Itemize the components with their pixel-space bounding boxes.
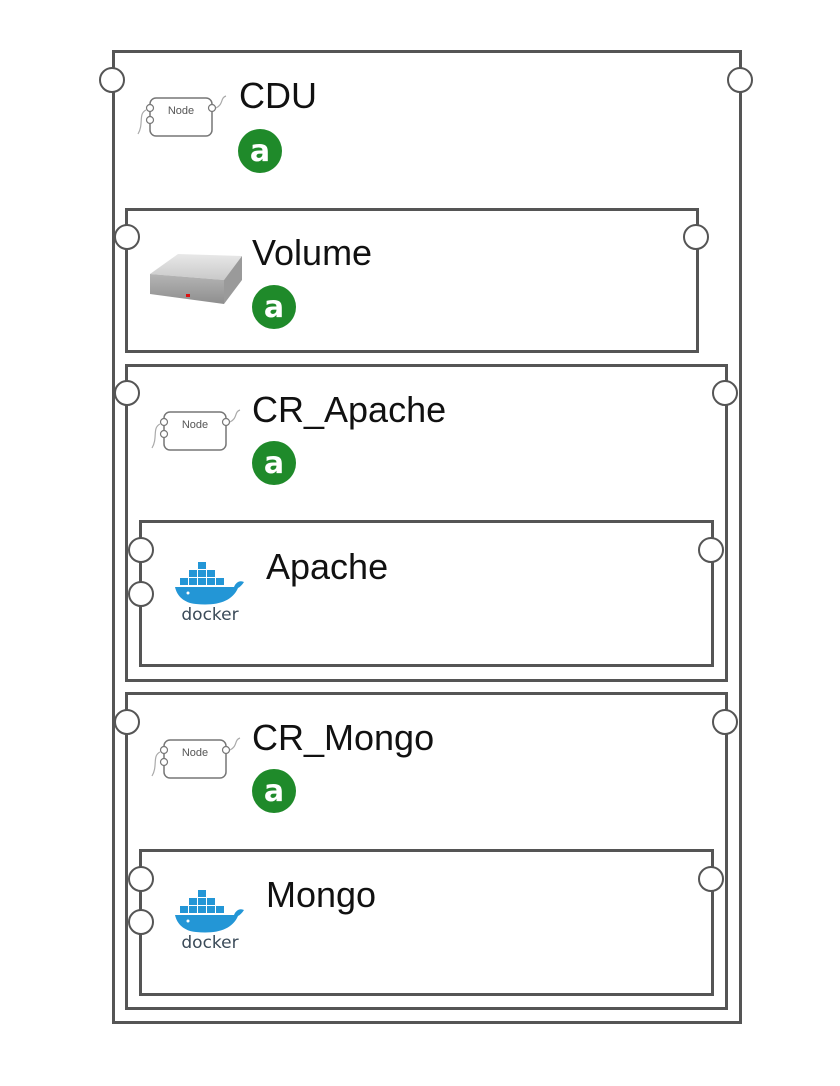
cr-mongo-badge-icon: a (252, 769, 296, 813)
volume-port-right[interactable] (683, 224, 709, 250)
svg-text:a: a (250, 134, 270, 169)
apache-port-left-bottom[interactable] (128, 581, 154, 607)
cr-apache-label: CR_Apache (252, 389, 447, 430)
mongo-port-right[interactable] (698, 866, 724, 892)
cdu-port-left[interactable] (99, 67, 125, 93)
apache-node[interactable] (139, 520, 714, 667)
svg-text:Node: Node (182, 747, 208, 759)
volume-label: Volume (252, 232, 373, 273)
cr-mongo-port-right[interactable] (712, 709, 738, 735)
docker-icon: docker (175, 890, 244, 952)
volume-port-left[interactable] (114, 224, 140, 250)
svg-text:Node: Node (182, 419, 208, 431)
cr-apache-port-left[interactable] (114, 380, 140, 406)
svg-text:a: a (264, 774, 284, 809)
svg-text:docker: docker (181, 605, 238, 624)
apache-port-left-top[interactable] (128, 537, 154, 563)
cr-apache-port-right[interactable] (712, 380, 738, 406)
node-icon: Node (137, 95, 227, 137)
node-icon: Node (151, 409, 241, 451)
svg-text:docker: docker (181, 933, 238, 952)
volume-badge-icon: a (252, 285, 296, 329)
mongo-port-left-top[interactable] (128, 866, 154, 892)
svg-text:a: a (264, 290, 284, 325)
cr-apache-badge-icon: a (252, 441, 296, 485)
cr-mongo-label: CR_Mongo (252, 717, 435, 758)
mongo-label: Mongo (266, 874, 377, 915)
mongo-port-left-bottom[interactable] (128, 909, 154, 935)
docker-icon: docker (175, 562, 244, 624)
cdu-badge-icon: a (238, 129, 282, 173)
cdu-port-right[interactable] (727, 67, 753, 93)
cdu-label: CDU (239, 75, 317, 116)
svg-text:Node: Node (168, 105, 194, 117)
apache-port-right[interactable] (698, 537, 724, 563)
node-icon: Node (151, 737, 241, 779)
svg-text:a: a (264, 446, 284, 481)
hard-disk-icon (150, 254, 242, 304)
apache-label: Apache (266, 546, 389, 587)
cr-mongo-port-left[interactable] (114, 709, 140, 735)
mongo-node[interactable] (139, 849, 714, 996)
